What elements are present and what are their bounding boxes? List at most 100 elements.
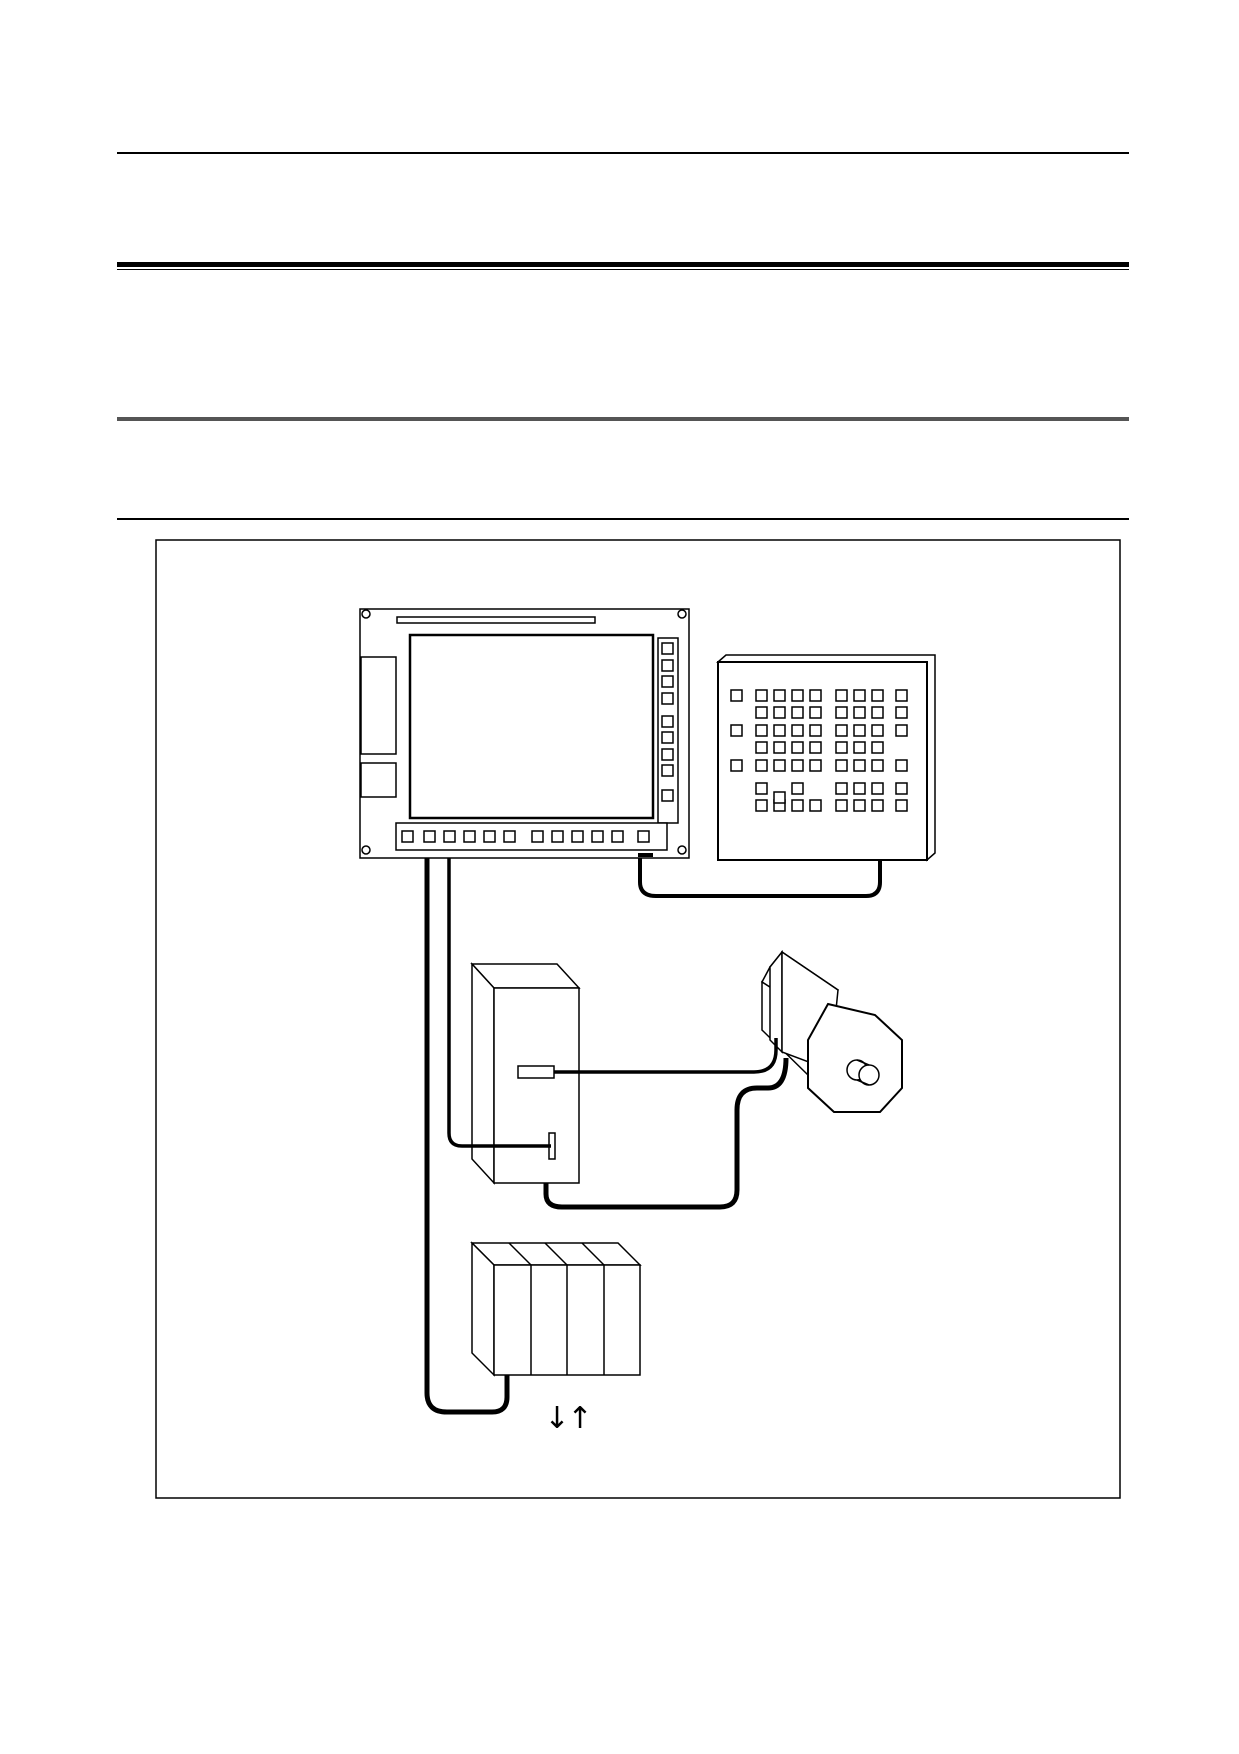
mdi-key-icon bbox=[809, 799, 822, 812]
mdi-key-icon bbox=[791, 689, 804, 702]
mdi-key-icon bbox=[773, 706, 786, 719]
side-panel-lower bbox=[360, 762, 397, 798]
mdi-key-icon bbox=[773, 741, 786, 754]
chapter-rule-thick bbox=[117, 262, 1129, 267]
mdi-key-icon bbox=[835, 724, 848, 737]
mdi-key-icon bbox=[871, 724, 884, 737]
io-arrow-down: ↓ bbox=[544, 1401, 569, 1436]
mdi-key-icon bbox=[895, 689, 908, 702]
horizontal-softkey-icon bbox=[463, 830, 476, 843]
cable-display-to-amplifier bbox=[447, 858, 551, 1148]
io-arrow-up: ↑ bbox=[567, 1401, 592, 1436]
horizontal-softkey-icon bbox=[443, 830, 456, 843]
mdi-key-icon bbox=[853, 689, 866, 702]
mdi-key-icon bbox=[895, 759, 908, 772]
mdi-key-icon bbox=[853, 741, 866, 754]
cable-display-to-keyboard bbox=[638, 858, 882, 898]
horizontal-softkey-icon bbox=[611, 830, 624, 843]
mdi-key-icon bbox=[809, 741, 822, 754]
mdi-key-icon bbox=[755, 799, 768, 812]
mdi-key-icon bbox=[755, 782, 768, 795]
card-slot bbox=[396, 616, 596, 624]
servo-amplifier-icon bbox=[470, 962, 581, 1185]
vertical-softkey-icon bbox=[661, 715, 674, 728]
vertical-softkey-icon bbox=[661, 642, 674, 655]
mdi-key-icon bbox=[730, 724, 743, 737]
mdi-key-icon bbox=[791, 741, 804, 754]
mdi-keyboard-unit-icon bbox=[716, 654, 936, 862]
mdi-key-icon bbox=[773, 791, 786, 804]
mdi-key-icon bbox=[835, 799, 848, 812]
vertical-softkey-icon bbox=[661, 675, 674, 688]
chapter-rule-thin bbox=[117, 269, 1129, 270]
mounting-hole-icon bbox=[361, 845, 371, 855]
mdi-key-icon bbox=[871, 706, 884, 719]
mdi-key-icon bbox=[871, 759, 884, 772]
mdi-key-icon bbox=[755, 706, 768, 719]
mounting-hole-icon bbox=[361, 609, 371, 619]
mdi-key-icon bbox=[755, 724, 768, 737]
mdi-key-icon bbox=[853, 706, 866, 719]
horizontal-softkey-icon bbox=[483, 830, 496, 843]
mdi-key-icon bbox=[773, 759, 786, 772]
mdi-key-icon bbox=[809, 724, 822, 737]
io-unit-icon bbox=[470, 1241, 642, 1377]
mdi-key-icon bbox=[835, 782, 848, 795]
cnc-display-unit-icon bbox=[359, 608, 690, 859]
mdi-key-icon bbox=[895, 724, 908, 737]
mdi-key-icon bbox=[809, 759, 822, 772]
mdi-key-icon bbox=[835, 759, 848, 772]
horizontal-softkey-icon bbox=[531, 830, 544, 843]
figure-frame bbox=[155, 539, 1121, 1499]
vertical-softkey-icon bbox=[661, 692, 674, 705]
mdi-key-icon bbox=[755, 741, 768, 754]
vertical-softkey-icon bbox=[661, 789, 674, 802]
vertical-softkey-icon bbox=[661, 764, 674, 777]
servo-motor-icon bbox=[761, 949, 903, 1113]
subsection-rule bbox=[117, 518, 1129, 520]
mdi-key-icon bbox=[871, 799, 884, 812]
mdi-key-icon bbox=[835, 706, 848, 719]
horizontal-softkey-icon bbox=[637, 830, 650, 843]
mdi-key-icon bbox=[791, 706, 804, 719]
mdi-key-icon bbox=[791, 759, 804, 772]
cable-amplifier-to-motor-feedback bbox=[543, 1057, 789, 1210]
mdi-key-icon bbox=[895, 799, 908, 812]
mdi-key-icon bbox=[809, 689, 822, 702]
lcd-screen bbox=[408, 633, 655, 820]
mdi-key-icon bbox=[730, 689, 743, 702]
cable-display-to-io bbox=[424, 858, 510, 1415]
horizontal-softkey-icon bbox=[503, 830, 516, 843]
amp-connector-motor bbox=[517, 1065, 555, 1079]
connector-mark bbox=[638, 853, 653, 857]
mdi-key-icon bbox=[853, 759, 866, 772]
mdi-key-icon bbox=[791, 782, 804, 795]
mounting-hole-icon bbox=[677, 609, 687, 619]
horizontal-softkey-icon bbox=[571, 830, 584, 843]
mdi-key-icon bbox=[895, 782, 908, 795]
mdi-key-icon bbox=[773, 689, 786, 702]
section-rule bbox=[117, 417, 1129, 421]
mdi-key-icon bbox=[871, 782, 884, 795]
vertical-softkey-icon bbox=[661, 731, 674, 744]
mdi-key-icon bbox=[791, 799, 804, 812]
side-panel-upper bbox=[360, 656, 397, 755]
mdi-key-icon bbox=[791, 724, 804, 737]
horizontal-softkey-icon bbox=[551, 830, 564, 843]
mdi-key-icon bbox=[871, 689, 884, 702]
mdi-key-icon bbox=[835, 689, 848, 702]
mdi-key-icon bbox=[755, 759, 768, 772]
mdi-key-icon bbox=[853, 782, 866, 795]
mdi-key-icon bbox=[853, 799, 866, 812]
horizontal-softkey-icon bbox=[401, 830, 414, 843]
vertical-softkey-icon bbox=[661, 659, 674, 672]
mdi-key-icon bbox=[835, 741, 848, 754]
vertical-softkey-icon bbox=[661, 748, 674, 761]
mdi-key-icon bbox=[895, 706, 908, 719]
horizontal-softkey-icon bbox=[423, 830, 436, 843]
mdi-key-icon bbox=[755, 689, 768, 702]
mounting-hole-icon bbox=[677, 845, 687, 855]
mdi-key-icon bbox=[871, 741, 884, 754]
horizontal-softkey-icon bbox=[591, 830, 604, 843]
